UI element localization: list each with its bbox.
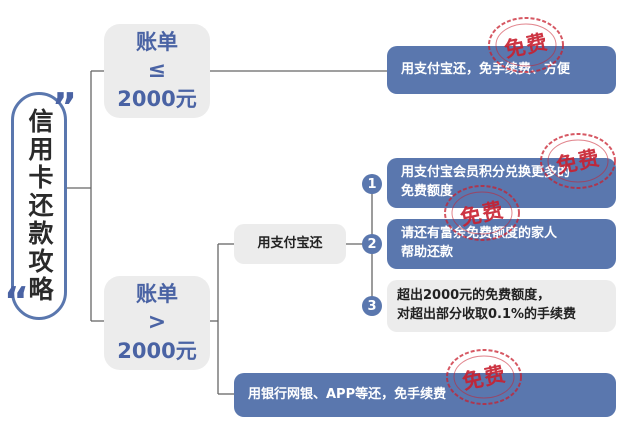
- step-2-number: 2: [362, 234, 382, 254]
- page-title: 信用卡还款攻略: [25, 108, 54, 304]
- step-1-line1: 用支付宝会员积分兑换更多的: [401, 165, 571, 181]
- option-low-box: 用支付宝还，免手续费、方便: [387, 46, 616, 94]
- bill-low-box: 账单 ≤ 2000元: [104, 24, 210, 118]
- step-2-line2: 帮助还款: [401, 245, 454, 260]
- step-1-number: 1: [362, 174, 382, 194]
- title-frame: [11, 92, 67, 320]
- step-1-line2: 免费额度: [401, 184, 454, 199]
- step-1-box: 用支付宝会员积分兑换更多的 免费额度: [387, 158, 616, 208]
- option-low-text: 用支付宝还，免手续费、方便: [401, 61, 571, 77]
- open-quote: ”: [52, 85, 77, 129]
- step-3-line2: 对超出部分收取0.1%的手续费: [397, 307, 577, 322]
- bill-high-box: 账单 > 2000元: [104, 276, 210, 370]
- option-alipay-text: 用支付宝还: [257, 235, 323, 251]
- option-bank-box: 用银行网银、APP等还，免手续费: [234, 373, 616, 417]
- step-2-box: 请还有富余免费额度的家人 帮助还款: [387, 219, 616, 269]
- bill-low-amount: 2000元: [117, 86, 197, 111]
- option-bank-text: 用银行网银、APP等还，免手续费: [248, 386, 447, 402]
- bill-high-comparator: >: [147, 310, 167, 336]
- step-2-line1: 请还有富余免费额度的家人: [401, 226, 558, 242]
- bill-low-label: 账单: [136, 29, 178, 54]
- step-3-box: 超出2000元的免费额度， 对超出部分收取0.1%的手续费: [387, 280, 616, 332]
- bill-high-label: 账单: [136, 281, 178, 306]
- step-3-line1: 超出2000元的免费额度，: [397, 288, 551, 304]
- close-quote: “: [4, 279, 29, 323]
- step-3-number: 3: [362, 296, 382, 316]
- option-alipay-box: 用支付宝还: [234, 224, 346, 264]
- bill-low-comparator: ≤: [147, 58, 167, 84]
- bill-high-amount: 2000元: [117, 338, 197, 363]
